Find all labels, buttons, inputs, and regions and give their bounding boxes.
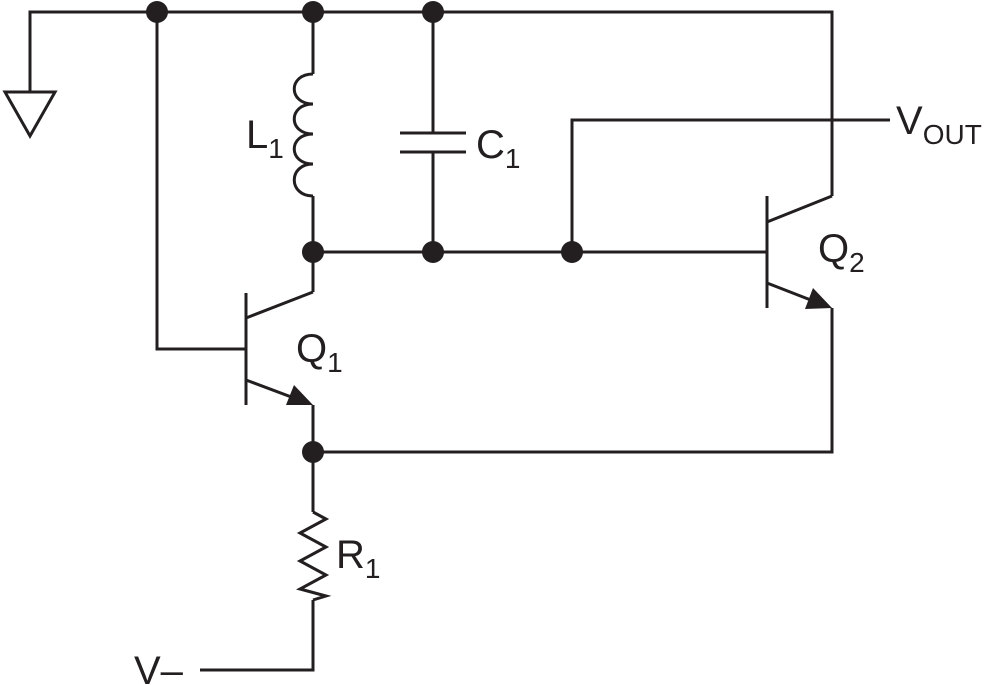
ground-symbol (2, 90, 58, 140)
output-label: VOUT (896, 99, 982, 150)
capacitor (400, 131, 466, 154)
inductor-coil (292, 72, 314, 198)
junction-node (422, 1, 444, 23)
q1-emitter-arrow (286, 385, 313, 405)
capacitor-label: C1 (476, 123, 520, 174)
junction-node (146, 1, 168, 23)
transistor-q2 (765, 194, 833, 309)
junction-node (561, 241, 583, 263)
junction-node (422, 241, 444, 263)
wire-output-tap (570, 118, 890, 252)
wire-emitter-bus (313, 308, 834, 454)
wire-top-rail (28, 10, 834, 196)
resistor-zigzag (295, 510, 332, 602)
q1-label: Q1 (296, 327, 343, 378)
transistor-q1 (244, 290, 314, 405)
q2-label: Q2 (818, 227, 865, 278)
junction-node (302, 441, 324, 463)
q2-collector-diagonal (766, 194, 833, 224)
wire-resistor-bottom (200, 600, 315, 672)
junction-dots (146, 1, 583, 463)
q1-collector-diagonal (245, 290, 314, 320)
junction-node (302, 1, 324, 23)
supply-label: V– (134, 649, 184, 685)
q2-emitter-arrow (805, 288, 832, 309)
wires (28, 10, 890, 672)
resistor-label: R1 (336, 533, 380, 584)
junction-node (302, 241, 324, 263)
inductor-label: L1 (246, 113, 284, 164)
wire-q1-base-feed (155, 12, 246, 351)
